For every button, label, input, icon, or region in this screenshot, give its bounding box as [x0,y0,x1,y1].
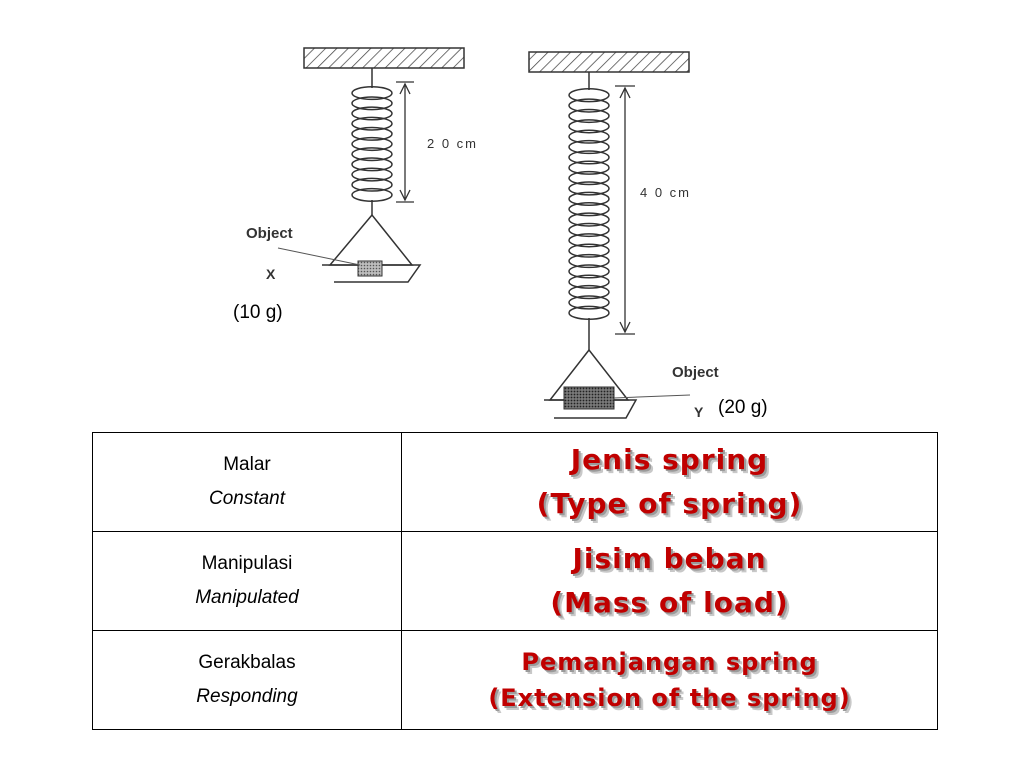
dimension-y-arrow-down [619,321,631,334]
table-row-manipulated: Manipulasi Manipulated Jisim beban (Mass… [92,531,938,631]
object-x [357,260,383,277]
coil-loop [351,116,393,131]
object-y-pointer [613,394,691,399]
variable-type-cell: Manipulasi Manipulated [92,531,402,631]
coil-loop [568,88,610,103]
coil-loop [568,170,610,186]
variable-type-cell: Gerakbalas Responding [92,630,402,730]
variable-value-english: (Mass of load) [550,586,789,619]
variable-value-malay: Jisim beban [572,542,767,575]
spring-x-coil [351,86,393,202]
variable-value-english: (Type of spring) [536,487,803,520]
coil-loop [568,139,610,155]
variable-type-malay: Manipulasi [201,553,293,574]
coil-loop [351,96,393,111]
coil-loop [568,243,610,258]
variable-value-english: (Extension of the spring) [488,684,851,712]
coil-loop [568,150,610,165]
coil-loop [568,284,610,300]
table-row-responding: Gerakbalas Responding Pemanjangan spring… [92,630,938,730]
coil-loop [568,129,610,144]
object-x-pointer [277,247,361,266]
coil-loop [568,274,610,289]
ceiling-support-y [528,51,690,73]
dimension-x-arrow-up [399,82,411,95]
coil-loop [351,157,393,172]
variable-type-malay: Malar [223,454,271,475]
object-x-mass: (10 g) [233,302,283,323]
coil-loop [568,119,610,134]
coil-loop [351,106,393,121]
object-x-letter: X [266,266,276,282]
coil-loop [568,191,610,206]
spring-x-group [277,47,465,283]
object-y [563,386,615,410]
coil-loop [351,136,393,152]
coil-loop [568,181,610,196]
coil-loop [568,160,610,175]
ceiling-support-x [303,47,465,69]
coil-loop [568,108,610,124]
object-y-letter: Y [694,404,704,420]
coil-loop [351,86,393,101]
coil-loop [568,264,610,279]
object-x-label: Object [246,225,293,242]
spring-diagram: 2 0 cm Object X (10 g) 4 0 cm Object Y (… [233,47,768,420]
spring-y-group [528,51,691,419]
variables-table: Malar Constant Jenis spring (Type of spr… [92,432,938,730]
variable-type-english: Responding [196,686,298,707]
dimension-y-arrow-up [619,86,631,99]
variable-value-malay: Jenis spring [570,443,769,476]
variable-type-english: Manipulated [195,587,299,608]
pan-x [328,213,414,266]
variable-type-english: Constant [208,488,286,509]
coil-loop [568,98,610,113]
spring-diagram-drawing [277,47,691,419]
spring-y-coil [568,88,610,320]
coil-loop [351,147,393,162]
variable-value-cell: Pemanjangan spring (Extension of the spr… [401,630,938,730]
object-y-label: Object [672,364,719,381]
spring-y-length-label: 4 0 cm [640,185,692,200]
coil-loop [568,233,610,248]
variable-value-malay: Pemanjangan spring [521,648,818,676]
coil-loop [568,222,610,238]
variable-type-malay: Gerakbalas [198,652,296,673]
variable-value-cell: Jisim beban (Mass of load) [401,531,938,631]
coil-loop [568,202,610,217]
variable-type-cell: Malar Constant [92,432,402,532]
spring-x-length-label: 2 0 cm [427,136,479,151]
coil-loop [568,295,610,310]
coil-loop [351,167,393,182]
dimension-x-arrow-down [399,189,411,202]
coil-loop [351,177,393,192]
coil-loop [568,253,610,269]
table-row-constant: Malar Constant Jenis spring (Type of spr… [92,432,938,532]
object-y-mass: (20 g) [718,397,768,418]
coil-loop [351,126,393,141]
coil-loop [568,212,610,227]
variable-value-cell: Jenis spring (Type of spring) [401,432,938,532]
